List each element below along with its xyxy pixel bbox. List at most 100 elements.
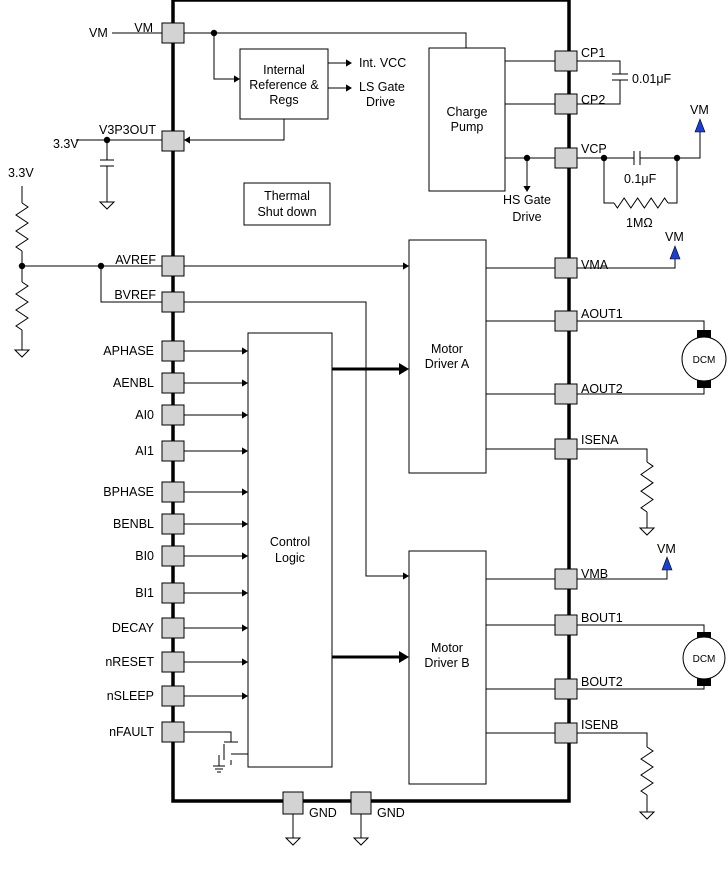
svg-text:VCP: VCP [581, 142, 607, 156]
pin-aout1: AOUT1 [554, 307, 623, 332]
pin-bout1: BOUT1 [554, 611, 623, 636]
pin-gnd-1: GND [282, 791, 337, 820]
svg-text:BVREF: BVREF [114, 288, 156, 302]
motor-b-icon: DCM [682, 632, 726, 686]
isena-sense-wire [577, 448, 648, 462]
svg-text:VMB: VMB [581, 567, 608, 581]
svg-text:AI1: AI1 [135, 444, 154, 458]
svg-text:Control: Control [270, 535, 310, 549]
svg-text:DCM: DCM [693, 355, 716, 366]
svg-text:AVREF: AVREF [115, 253, 156, 267]
pin-cp2: CP2 [554, 93, 605, 115]
control-input-arrow-0 [242, 347, 248, 355]
pin-ai1: AI1 [135, 440, 185, 462]
gnd2-ground [352, 837, 370, 846]
v33-cap-ground [98, 201, 116, 210]
v33-divider-label: 3.3V [8, 166, 34, 180]
svg-text:BOUT1: BOUT1 [581, 611, 623, 625]
svg-text:Reference &: Reference & [249, 78, 319, 92]
pin-bvref: BVREF [114, 288, 185, 313]
avref-arrow [403, 262, 409, 270]
vcp-res-right [668, 158, 678, 204]
bout2-motor-wire [577, 686, 705, 690]
pin-vmb: VMB [554, 567, 608, 590]
vm-supply-label: VM [89, 26, 108, 40]
control-input-arrow-4 [242, 488, 248, 496]
svg-text:BPHASE: BPHASE [103, 485, 154, 499]
svg-text:AENBL: AENBL [113, 376, 154, 390]
svg-text:ISENA: ISENA [581, 433, 619, 447]
pin-isena: ISENA [554, 433, 619, 460]
svg-text:V3P3OUT: V3P3OUT [99, 123, 156, 137]
vm-vmb-arrow [661, 556, 673, 571]
pin-vm-left: VM [134, 21, 185, 44]
svg-text:AOUT2: AOUT2 [581, 382, 623, 396]
motor-driver-b-block: Motor Driver B [408, 550, 487, 785]
svg-text:CP1: CP1 [581, 46, 605, 60]
control-input-arrow-2 [242, 411, 248, 419]
motor-a-icon: DCM [681, 330, 727, 388]
int-vcc-arrow [346, 59, 352, 67]
isenb-ground [638, 811, 656, 820]
svg-text:DECAY: DECAY [112, 621, 155, 635]
svg-text:APHASE: APHASE [103, 344, 154, 358]
pin-aenbl: AENBL [113, 372, 185, 394]
pin-nsleep: nSLEEP [107, 685, 185, 707]
svg-text:BI0: BI0 [135, 549, 154, 563]
isenb-sense-wire [577, 732, 648, 747]
svg-text:nSLEEP: nSLEEP [107, 689, 154, 703]
pin-nfault: nFAULT [109, 721, 185, 743]
svg-text:Driver B: Driver B [424, 656, 469, 670]
control-input-arrow-7 [242, 589, 248, 597]
control-input-arrow-3 [242, 447, 248, 455]
svg-text:GND: GND [377, 806, 405, 820]
cap-cp-value: 0.01μF [632, 72, 672, 86]
div-resistor-top [15, 202, 29, 252]
wires [13, 29, 706, 846]
svg-text:nFAULT: nFAULT [109, 725, 154, 739]
control-logic-block: Control Logic [247, 332, 333, 768]
vm-vcp-label: VM [690, 103, 709, 117]
vm-vma-label: VM [665, 230, 684, 244]
vm-vmb-label: VM [657, 542, 676, 556]
svg-text:Regs: Regs [269, 93, 298, 107]
bout1-motor-wire [577, 624, 705, 632]
gnd1-ground [284, 837, 302, 846]
pin-gnd-2: GND [350, 791, 405, 820]
pin-vcp: VCP [554, 142, 607, 169]
pin-bi0: BI0 [135, 545, 185, 567]
bus-a-arrow [399, 363, 409, 375]
pin-decay: DECAY [112, 617, 185, 639]
svg-text:AOUT1: AOUT1 [581, 307, 623, 321]
pin-benbl: BENBL [113, 513, 185, 535]
v33-output-label: 3.3V [53, 137, 79, 151]
v3p3-wire [190, 119, 285, 141]
hs-gate-label-2: Drive [512, 210, 541, 224]
svg-text:Internal: Internal [263, 63, 305, 77]
vma-supply-wire [577, 258, 676, 269]
control-input-arrow-1 [242, 379, 248, 387]
div-resistor-bottom [15, 281, 29, 331]
control-input-arrow-5 [242, 520, 248, 528]
bus-b-arrow [399, 651, 409, 663]
cap-vcp-value: 0.1μF [624, 172, 657, 186]
pin-bphase: BPHASE [103, 481, 185, 503]
pin-cp1: CP1 [554, 46, 605, 72]
control-input-arrow-8 [242, 624, 248, 632]
vm-to-charge-pump-wire [184, 32, 467, 48]
internal-reference-block: Internal Reference & Regs [239, 48, 329, 120]
vcp-resistor [613, 197, 669, 209]
vmb-supply-wire [577, 570, 668, 580]
bvref-arrow [403, 572, 409, 580]
isenb-resistor [640, 746, 654, 796]
svg-text:VMA: VMA [581, 258, 609, 272]
vm-to-ref-wire [213, 33, 234, 80]
bvref-internal-wire [184, 301, 403, 577]
ls-gate-arrow [346, 84, 352, 92]
chip-outline [171, 0, 571, 803]
vm-vcp-arrow [694, 118, 706, 133]
svg-text:Motor: Motor [431, 342, 463, 356]
motor-driver-a-block: Motor Driver A [408, 239, 487, 474]
svg-text:Thermal: Thermal [264, 189, 310, 203]
